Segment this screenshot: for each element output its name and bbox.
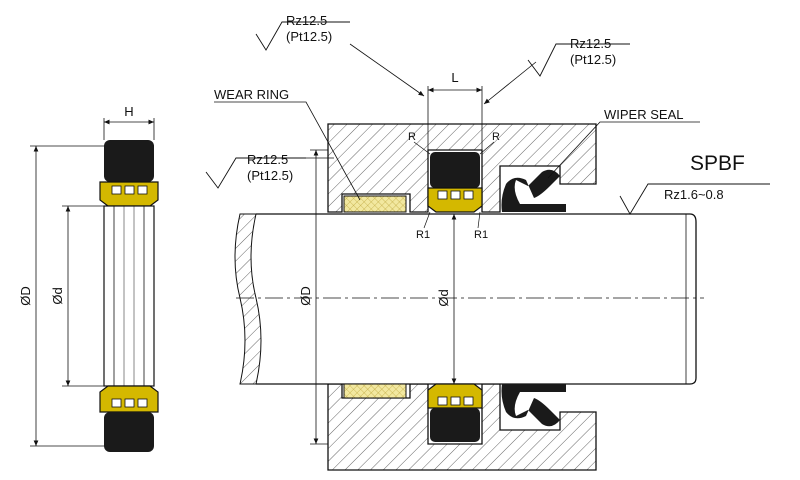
piston-rod (256, 213, 697, 385)
ring-body (103, 205, 155, 387)
finish-left-line2: (Pt12.5) (247, 168, 293, 183)
finish-top-right-line1: Rz12.5 (570, 36, 611, 51)
wiper-seal-label: WIPER SEAL (604, 107, 683, 122)
finish-left-line1: Rz12.5 (247, 152, 288, 167)
main-inner-diameter-label: Ød (436, 289, 451, 306)
radius-top-left-label: R (408, 131, 416, 143)
radius-bottom-left-label: R1 (416, 229, 430, 241)
finish-top-left-line2: (Pt12.5) (286, 29, 332, 44)
seal-width-label: H (124, 104, 133, 119)
ring-bottom-black (104, 412, 154, 452)
groove-width-label: L (451, 70, 458, 85)
housing-cross-section: ØD Ød L R R R1 R1 WEAR RING WIPER SEAL S… (205, 13, 770, 471)
finish-symbol-top-right (527, 43, 630, 77)
finish-symbol-rod (619, 183, 770, 215)
radius-top-right-label: R (492, 131, 500, 143)
radius-bottom-right-label: R1 (474, 229, 488, 241)
finish-symbol-top-left (255, 21, 350, 51)
ring-top-black (104, 140, 154, 182)
wiper-seal-top (501, 169, 566, 212)
finish-top-right-line2: (Pt12.5) (570, 52, 616, 67)
profile-code-title: SPBF (690, 152, 745, 175)
outer-diameter-label: ØD (18, 286, 33, 306)
seal-ring-side-view: H ØD Ød (18, 104, 159, 452)
main-seal-top-black (430, 152, 480, 188)
wiper-seal-bottom (501, 384, 566, 427)
inner-diameter-label: Ød (50, 287, 65, 304)
rod-break (234, 213, 262, 385)
main-outer-diameter-label: ØD (298, 286, 313, 306)
finish-top-left-line1: Rz12.5 (286, 13, 327, 28)
finish-symbol-left (205, 157, 306, 189)
rod-finish-label: Rz1.6~0.8 (664, 187, 724, 202)
main-seal-bottom-black (430, 408, 480, 442)
wear-ring-label: WEAR RING (214, 87, 289, 102)
